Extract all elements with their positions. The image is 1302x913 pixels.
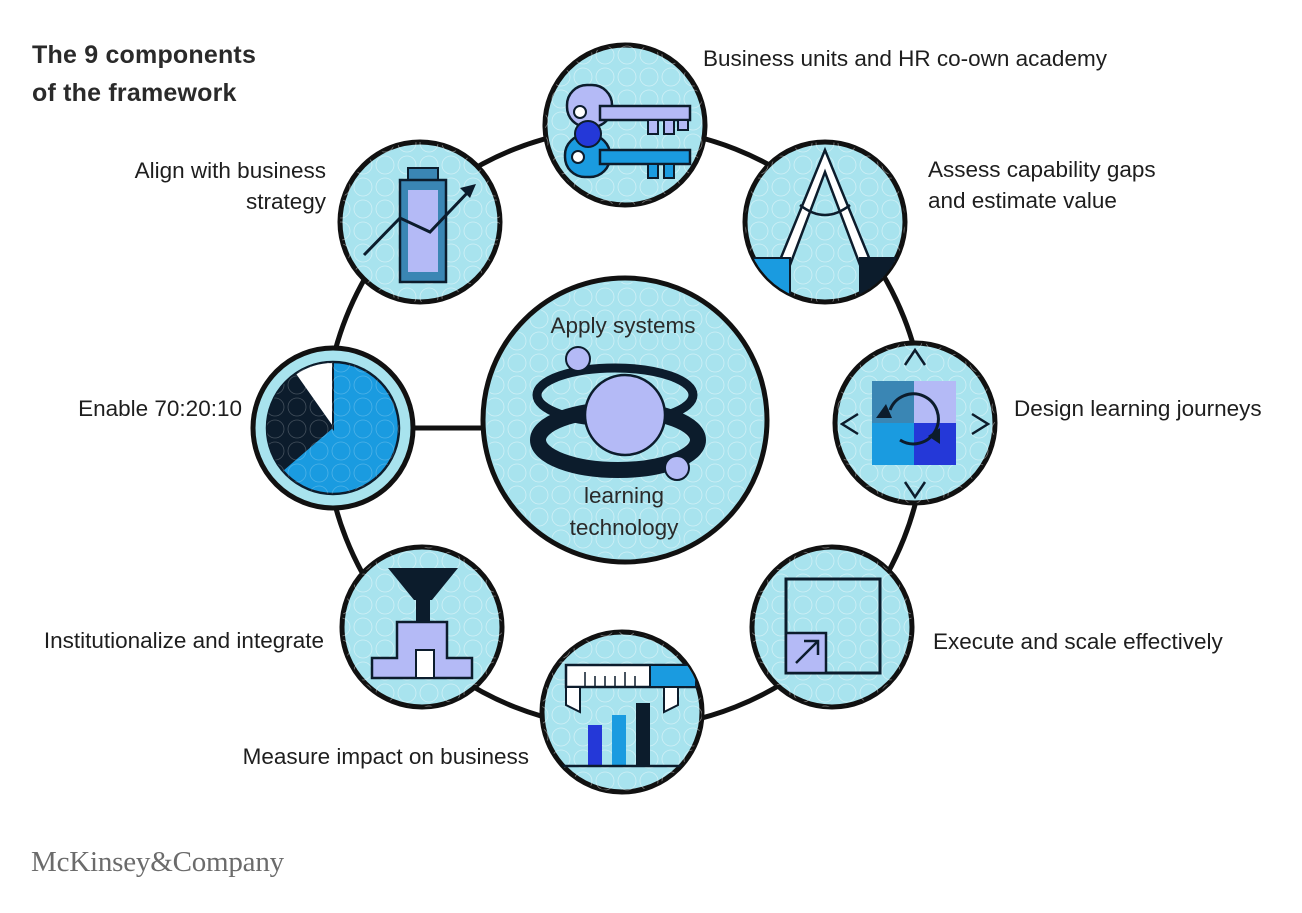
diagram-title: The 9 components of the framework — [32, 36, 256, 112]
orbit-icon — [530, 346, 706, 481]
node-upper-right — [742, 139, 908, 305]
label-line: and estimate value — [928, 188, 1117, 213]
growth-arrow-icon — [362, 167, 476, 284]
label-business-units: Business units and HR co-own academy — [703, 43, 1107, 74]
label-line: Design learning journeys — [1014, 396, 1262, 421]
caliper-bars-icon — [560, 663, 698, 768]
center-label-line-1: Apply systems — [550, 313, 695, 338]
node-top — [542, 42, 708, 208]
label-line: strategy — [245, 189, 326, 214]
label-line: Execute and scale effectively — [933, 629, 1223, 654]
label-assess-capability: Assess capability gaps and estimate valu… — [928, 154, 1156, 216]
label-measure-impact: Measure impact on business — [243, 741, 529, 772]
node-right — [832, 340, 998, 506]
title-line-1: The 9 components — [32, 41, 257, 69]
label-line: Institutionalize and integrate — [43, 628, 324, 653]
label-execute-scale: Execute and scale effectively — [933, 626, 1223, 657]
arrows-cycle-icon — [839, 347, 991, 500]
funnel-building-icon — [370, 568, 474, 680]
label-line: Assess capability gaps — [928, 157, 1156, 182]
title-line-2: of the framework — [32, 79, 237, 107]
label-design-journeys: Design learning journeys — [1014, 393, 1262, 424]
keys-icon — [563, 83, 692, 179]
scale-up-icon — [784, 577, 882, 675]
center-label-line-3: technology — [570, 515, 680, 540]
label-institutionalize: Institutionalize and integrate — [44, 625, 324, 656]
label-enable-702010: Enable 70:20:10 — [78, 393, 242, 424]
node-left — [250, 345, 416, 511]
company-logo: McKinsey&Company — [31, 846, 284, 878]
pie-chart-icon — [265, 360, 401, 496]
node-lower-right — [749, 544, 915, 710]
node-upper-left — [337, 139, 503, 305]
label-line: Measure impact on business — [242, 744, 529, 769]
node-lower-left — [339, 544, 505, 710]
center-label-line-2: learning — [584, 483, 664, 508]
node-bottom — [539, 629, 705, 795]
label-line: Enable 70:20:10 — [78, 396, 242, 421]
label-align-strategy: Align with business strategy — [135, 155, 326, 217]
label-line: Align with business — [134, 158, 326, 183]
center-node: Apply systems learning technology — [480, 275, 770, 565]
label-line: Business units and HR co-own academy — [703, 46, 1107, 71]
